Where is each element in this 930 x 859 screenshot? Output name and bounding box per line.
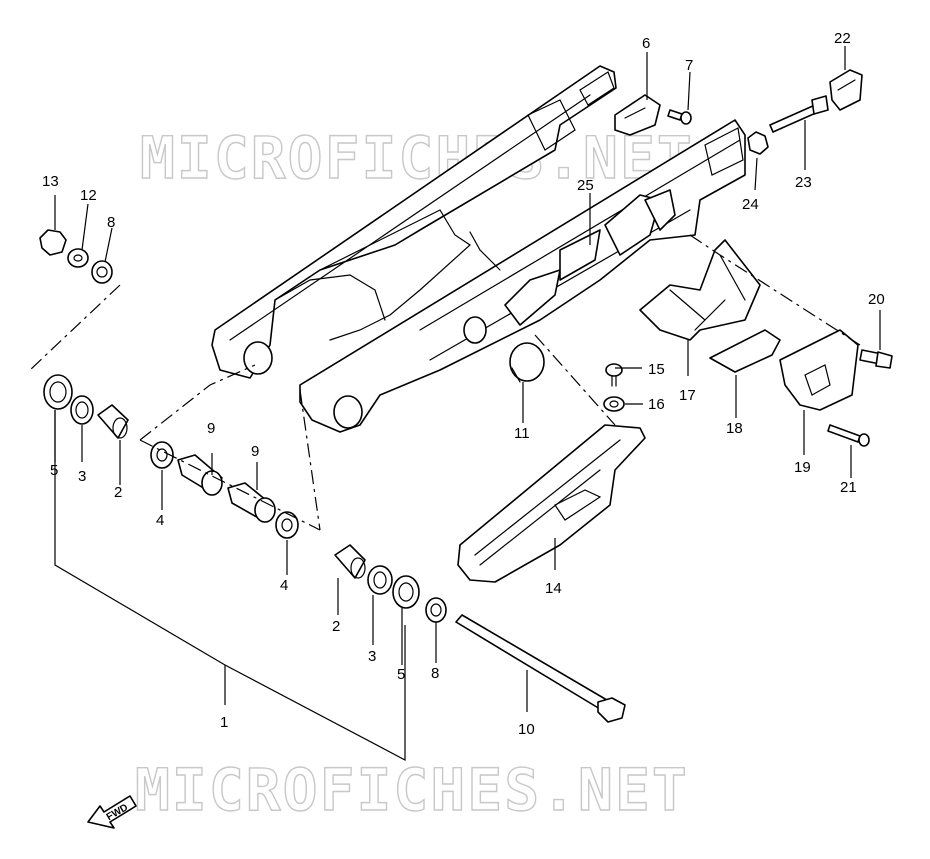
part-21-bolt (827, 424, 870, 447)
callout-15: 15 (648, 361, 665, 378)
axis-pivot-left (139, 364, 256, 441)
part-5-cap-left (43, 374, 73, 410)
callout-14: 14 (545, 580, 562, 597)
callout-23: 23 (795, 174, 812, 191)
watermark-top: MICROFICHES.NET (140, 124, 694, 192)
callout-1: 1 (220, 714, 228, 731)
swingarm-body (211, 65, 746, 433)
callout-7: 7 (685, 57, 693, 74)
callout-17: 17 (679, 387, 696, 404)
callout-2-right: 2 (332, 618, 340, 635)
leader-lines (54, 46, 881, 712)
part-22-chain-adjuster-block (829, 69, 863, 111)
fwd-arrow: FWD (87, 795, 137, 829)
callout-21: 21 (840, 479, 857, 496)
part-10-pivot-shaft (455, 614, 626, 723)
part-9-sleeve-a (177, 454, 223, 496)
callout-10: 10 (518, 721, 535, 738)
part-7-bolt (667, 109, 692, 125)
part-19-guide-plate (779, 329, 859, 411)
callout-3-left: 3 (78, 468, 86, 485)
leader-1 (54, 410, 406, 761)
part-3-seal-left (70, 395, 94, 425)
axis-pivot-center (139, 389, 321, 531)
part-4-spacer-left (150, 441, 174, 469)
part-20-bolt (859, 349, 893, 369)
callout-24: 24 (742, 196, 759, 213)
watermark-bottom: MICROFICHES.NET (135, 756, 689, 824)
part-24-nut (747, 131, 769, 155)
part-9-sleeve-b (227, 482, 276, 523)
callout-20: 20 (868, 291, 885, 308)
part-14-chain-slider (457, 424, 646, 583)
part-2-bearing-left (97, 404, 129, 439)
callout-25: 25 (577, 177, 594, 194)
part-11-plug (509, 342, 545, 383)
callout-5-left: 5 (50, 462, 58, 479)
axis-left (29, 284, 121, 371)
callout-4-right: 4 (280, 577, 288, 594)
part-18-guide-pad (709, 329, 781, 373)
callout-3-right: 3 (368, 648, 376, 665)
callout-19: 19 (794, 459, 811, 476)
part-4-spacer-right (275, 511, 299, 539)
callout-6: 6 (642, 35, 650, 52)
callout-13: 13 (42, 173, 59, 190)
part-2-bearing-right (334, 544, 366, 579)
part-5-cap-right (392, 575, 420, 609)
part-12-washer (67, 248, 89, 268)
part-23-adjuster-bolt (769, 95, 829, 133)
callout-2-left: 2 (114, 484, 122, 501)
callout-18: 18 (726, 420, 743, 437)
callout-16: 16 (648, 396, 665, 413)
callout-22: 22 (834, 30, 851, 47)
callout-4-left: 4 (156, 512, 164, 529)
callout-9-a: 9 (207, 420, 215, 437)
part-6-adjuster-plate (614, 94, 661, 136)
part-17-chain-guide (639, 239, 761, 341)
callout-12: 12 (80, 187, 97, 204)
part-15-screw (605, 363, 623, 387)
callout-11: 11 (514, 425, 530, 442)
part-13-nut (39, 229, 67, 256)
callout-9-b: 9 (251, 443, 259, 460)
axis-guide (689, 234, 861, 346)
part-16-washer (603, 396, 625, 412)
axis-chain-slider (534, 334, 616, 426)
part-8-collar-right (425, 597, 447, 623)
callout-5-right: 5 (397, 666, 405, 683)
callout-8-right: 8 (431, 665, 439, 682)
fwd-label: FWD (105, 802, 130, 823)
callout-8-left: 8 (107, 214, 115, 231)
part-8-collar-left (91, 260, 113, 284)
part-3-seal-right (367, 565, 393, 595)
